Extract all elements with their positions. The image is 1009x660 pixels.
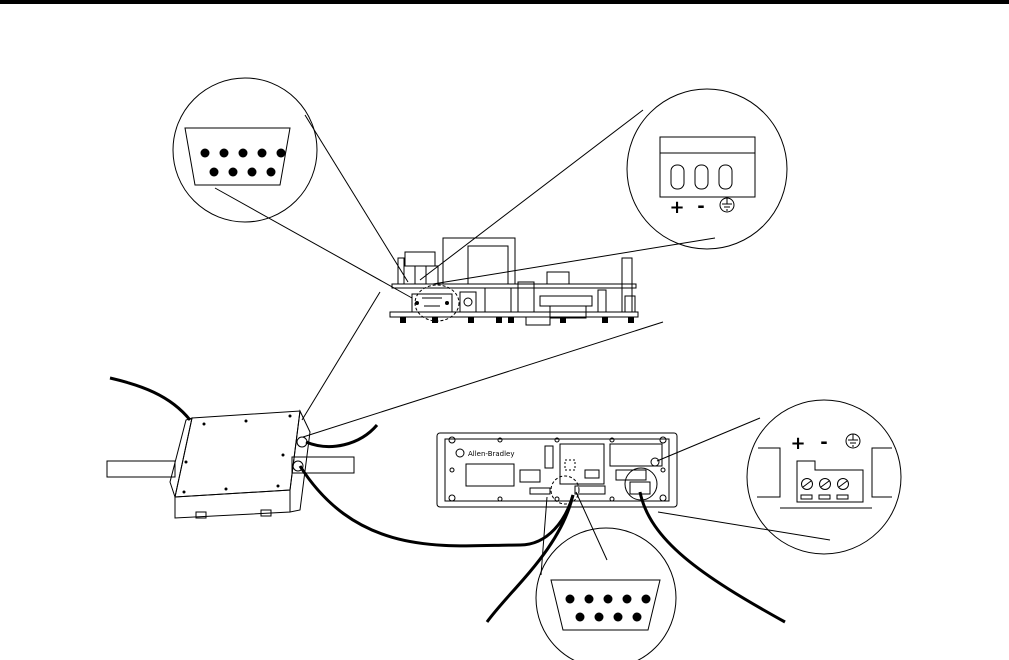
plus-label-right: + — [790, 433, 805, 454]
ground-icon — [720, 198, 734, 212]
minus-label-right: - — [820, 432, 827, 453]
enclosure-box — [170, 411, 310, 518]
db9-bottom-row-pins — [210, 168, 276, 177]
power-connector-magnifier-right: + - — [747, 400, 901, 554]
cables — [110, 378, 785, 622]
ground-icon — [846, 434, 860, 448]
board-connector-small — [547, 272, 569, 284]
db9-magnifier-top — [173, 78, 317, 222]
db9-magnifier-bottom — [536, 528, 676, 660]
db9-top-row-pins — [201, 149, 286, 158]
terminal-screws-right — [801, 479, 849, 500]
brand-logo-icon — [456, 449, 464, 457]
plus-label-top: + — [669, 197, 684, 218]
panel-brand-label: Allen-Bradley — [468, 450, 515, 458]
leader-lines — [215, 110, 830, 575]
board-standoffs — [400, 317, 634, 323]
cable-panel-power-out — [640, 492, 785, 622]
cable-panel-db9-out — [487, 495, 573, 622]
db9-bottom-magnifier-top-row — [566, 595, 651, 604]
cable-box-short — [306, 425, 377, 447]
din-rail-left — [107, 461, 175, 477]
power-connector-magnifier-top: + - — [627, 89, 787, 249]
panel-bezel-screws — [449, 437, 666, 501]
cable-left-incoming — [110, 378, 190, 420]
board-terminal-block — [404, 266, 438, 284]
enclosure-on-rail — [107, 411, 354, 518]
minus-label-top: - — [697, 196, 704, 217]
terminal-screws-top — [671, 165, 732, 189]
circuit-board — [390, 238, 638, 325]
db9-bottom-magnifier-bottom-row — [576, 613, 642, 622]
